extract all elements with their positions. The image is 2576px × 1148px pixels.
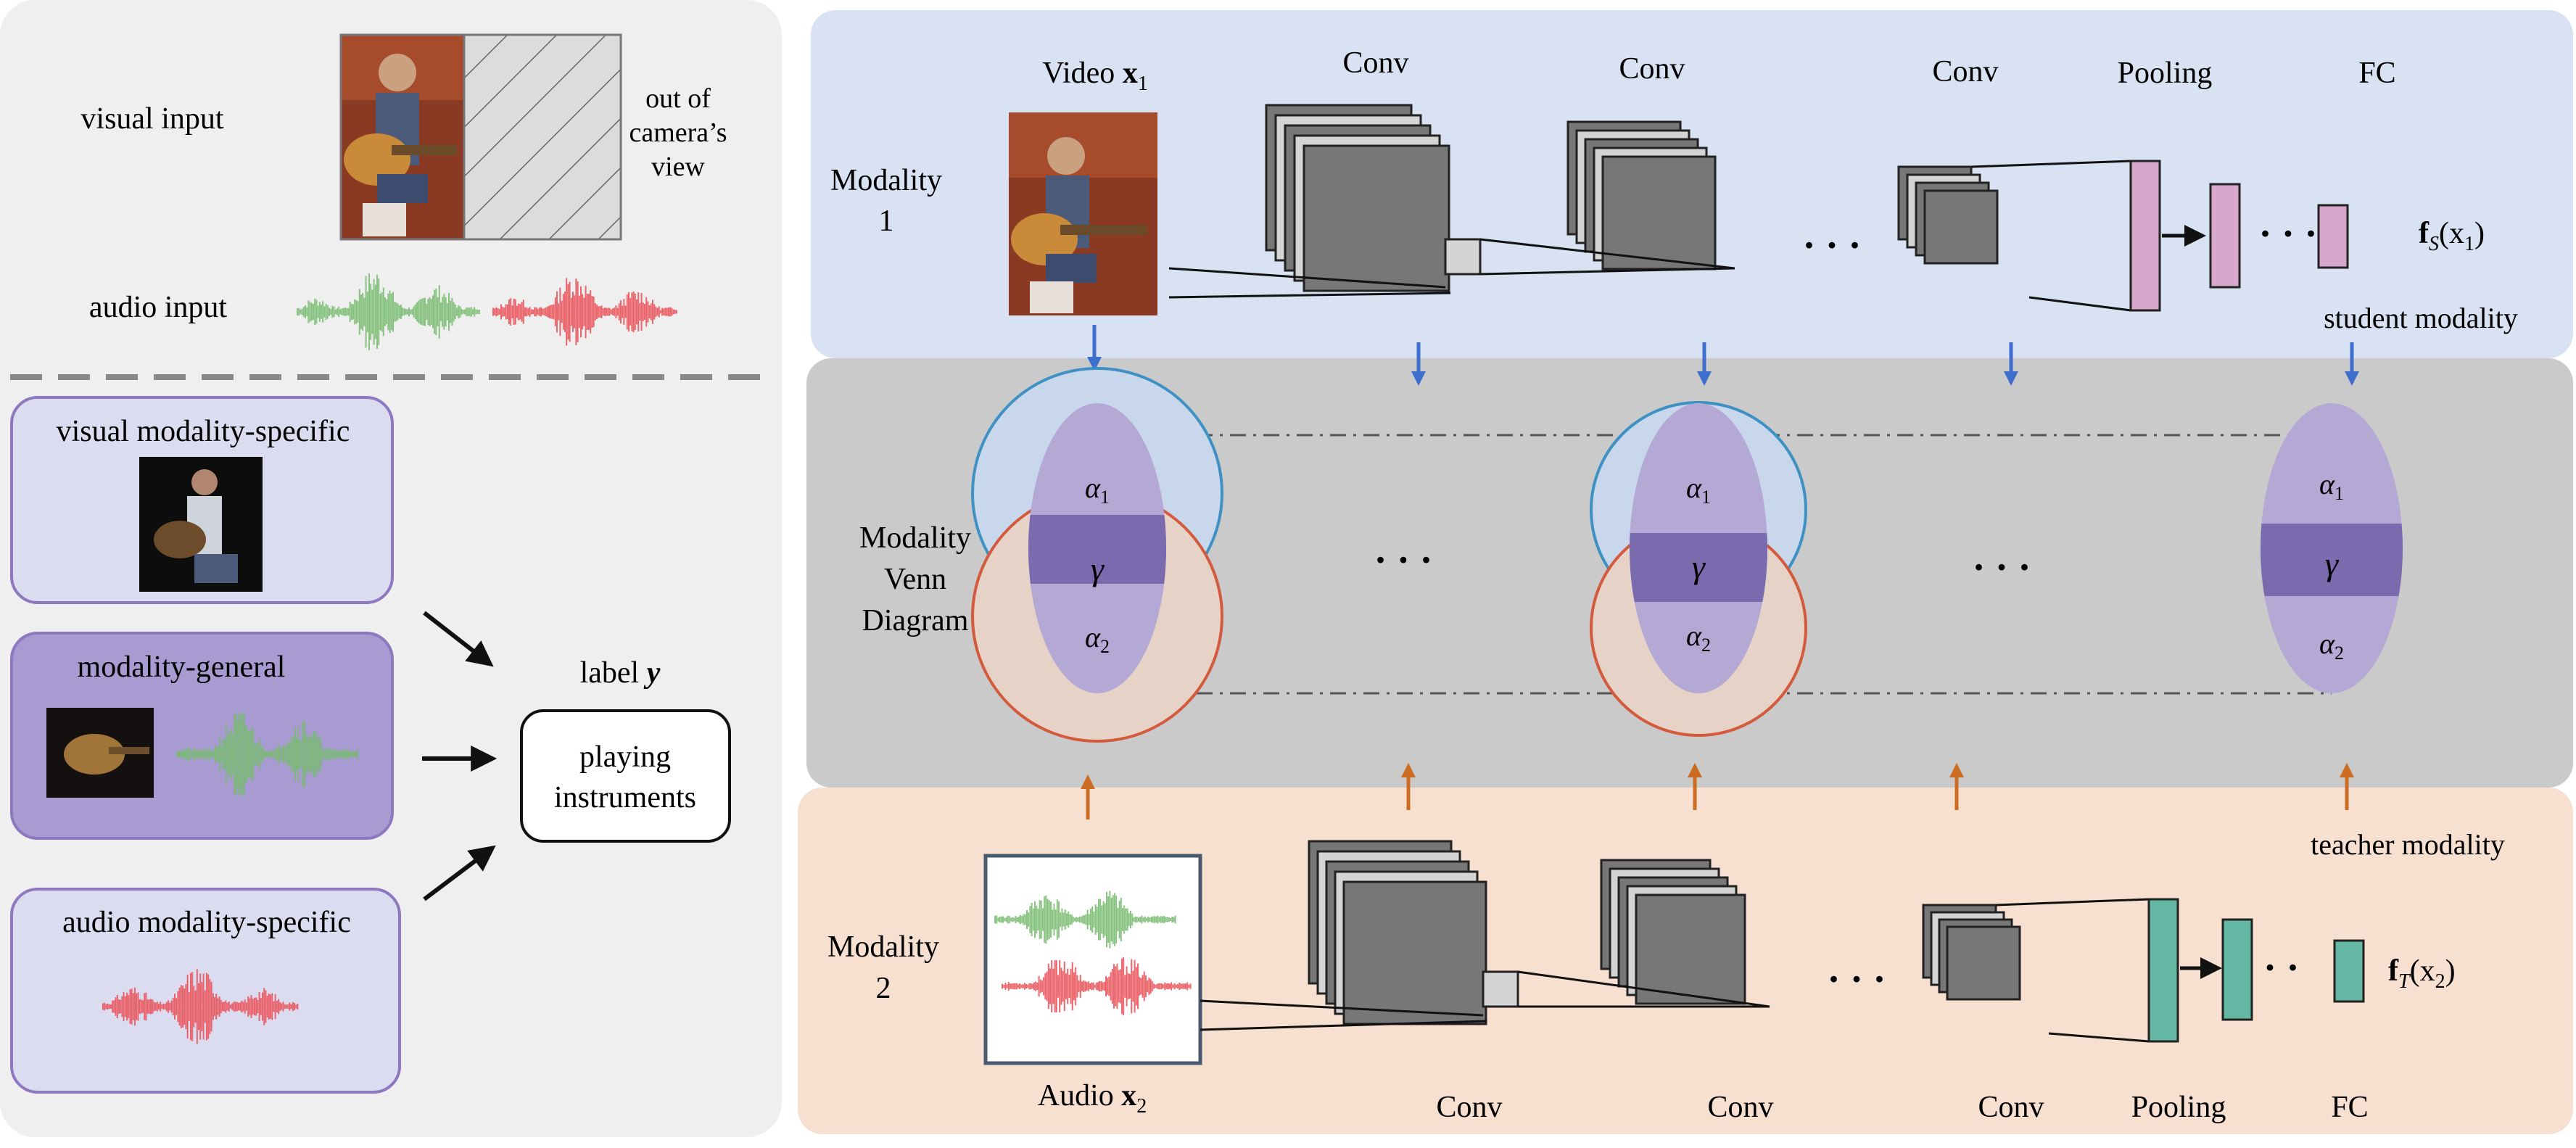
student-modality-label: student modality <box>2324 302 2518 334</box>
label-y-text: label y <box>580 656 661 690</box>
venn2-alpha2: α2 <box>1686 619 1711 656</box>
target-label-box <box>520 709 731 843</box>
out-of-view-line1: out of <box>645 83 711 114</box>
arrow-visual-to-label <box>423 611 494 667</box>
audio-specific-red-waveform <box>102 969 299 1044</box>
student-fc-label: FC <box>2358 57 2395 90</box>
modality1-label-line1: Modality <box>830 164 942 197</box>
student-output-fs: fS(x1) <box>2419 217 2485 255</box>
teacher-green-waveform <box>994 891 1176 949</box>
venn1-gamma: γ <box>1091 550 1105 587</box>
guitarist-photo <box>341 35 464 239</box>
visual-input-label: visual input <box>80 102 223 136</box>
teacher-fc-bar-1 <box>2221 918 2253 1021</box>
student-conv2-layer-5 <box>1601 155 1717 271</box>
venn3-gamma: γ <box>2325 545 2340 582</box>
student-conv3-label: Conv <box>1932 55 1998 88</box>
out-of-view-line2: camera’s <box>629 117 727 148</box>
teacher-output-ft: fT(x2) <box>2388 954 2456 993</box>
venn-group-2: α1 γ α2 <box>1590 401 1807 737</box>
general-label: modality-general <box>78 651 286 684</box>
general-green-waveform <box>176 712 358 796</box>
venn3-alpha1: α1 <box>2319 468 2344 504</box>
waveform-path <box>1002 957 1192 1016</box>
venn3-gamma-band <box>2261 524 2403 596</box>
teacher-conv1-label: Conv <box>1436 1091 1502 1124</box>
waveform-path <box>297 273 480 350</box>
video-frame-photo <box>1009 112 1157 315</box>
waveform-path <box>102 969 299 1044</box>
student-ellipsis-1: · · · <box>1802 223 1861 267</box>
audio-input-red-waveform <box>492 278 677 346</box>
waveform-path <box>994 891 1176 949</box>
audio-input-label: audio input <box>89 291 227 324</box>
teacher-conv2-layer-5 <box>1635 893 1746 1005</box>
student-conv1-label: Conv <box>1342 46 1408 80</box>
teacher-fc-label: FC <box>2331 1091 2368 1124</box>
venn2-gamma-band <box>1630 533 1767 602</box>
visual-specific-photo <box>139 457 263 592</box>
teacher-pooling-label: Pooling <box>2131 1091 2226 1124</box>
modality1-label-line2: 1 <box>879 205 894 238</box>
venn-group-1: α1 γ α2 <box>971 367 1223 743</box>
modality2-label-line1: Modality <box>827 930 939 964</box>
visual-input-frame <box>339 33 622 241</box>
audio-specific-label: audio modality-specific <box>62 906 351 939</box>
venn1-alpha1: α1 <box>1085 471 1110 508</box>
student-ellipsis-2: · · · <box>2258 212 2317 255</box>
video-x1-label: Video x1 <box>1042 57 1148 95</box>
venn-label-line2: Venn <box>884 563 946 596</box>
teacher-modality-label: teacher modality <box>2311 828 2505 861</box>
target-label-line2: instruments <box>554 781 696 814</box>
venn-ellipsis-2: · · · <box>1972 545 2031 589</box>
target-label-line1: playing <box>579 740 671 774</box>
venn-group-3: α1 γ α2 <box>2261 403 2403 693</box>
teacher-kernel-1 <box>1482 970 1519 1008</box>
venn1-gamma-band <box>1028 515 1166 584</box>
visual-specific-label: visual modality-specific <box>57 415 350 448</box>
teacher-fc-bar-2 <box>2333 939 2365 1003</box>
student-fc-bar-1 <box>2209 183 2241 289</box>
student-fc-bar-2 <box>2317 204 2349 269</box>
venn-label-line3: Diagram <box>862 604 969 637</box>
teacher-conv1-layer-5 <box>1342 880 1487 1025</box>
venn2-alpha1: α1 <box>1686 471 1711 508</box>
out-of-view-line3: view <box>651 152 705 182</box>
general-photo <box>46 708 154 798</box>
teacher-red-waveform <box>1002 957 1192 1016</box>
teacher-conv-stacks <box>1200 840 2150 1043</box>
audio-x2-label: Audio x2 <box>1038 1079 1147 1118</box>
teacher-ellipsis-1: · · · <box>1827 957 1886 1001</box>
student-conv-stacks <box>1168 104 2131 312</box>
venn2-gamma: γ <box>1692 548 1706 585</box>
student-conv2-label: Conv <box>1619 52 1685 86</box>
venn-ellipsis-1: · · · <box>1374 538 1432 582</box>
audio-input-frame <box>983 854 1202 1065</box>
teacher-up-arrows <box>1081 763 2354 819</box>
teacher-conv2-label: Conv <box>1707 1091 1773 1124</box>
teacher-conv3-label: Conv <box>1978 1091 2044 1124</box>
teacher-pooling-bar <box>2147 898 2179 1043</box>
student-pooling-label: Pooling <box>2118 57 2213 90</box>
teacher-conv3-layer-4 <box>1946 925 2021 1001</box>
audio-input-green-waveform <box>297 273 480 350</box>
venn-label-line1: Modality <box>859 521 971 555</box>
student-conv3-layer-4 <box>1923 189 1999 265</box>
student-pooling-bar <box>2129 160 2161 312</box>
waveform-path <box>492 278 677 346</box>
out-of-view-region <box>463 33 622 241</box>
modality2-label-line2: 2 <box>876 972 891 1005</box>
venn3-alpha2: α2 <box>2319 627 2344 664</box>
student-conv1-layer-5 <box>1303 144 1450 292</box>
arrow-audio-to-label <box>423 845 496 901</box>
student-kernel-1 <box>1444 238 1482 276</box>
student-down-arrows <box>1087 325 2359 386</box>
waveform-path <box>176 712 358 796</box>
venn1-alpha2: α2 <box>1085 621 1110 657</box>
